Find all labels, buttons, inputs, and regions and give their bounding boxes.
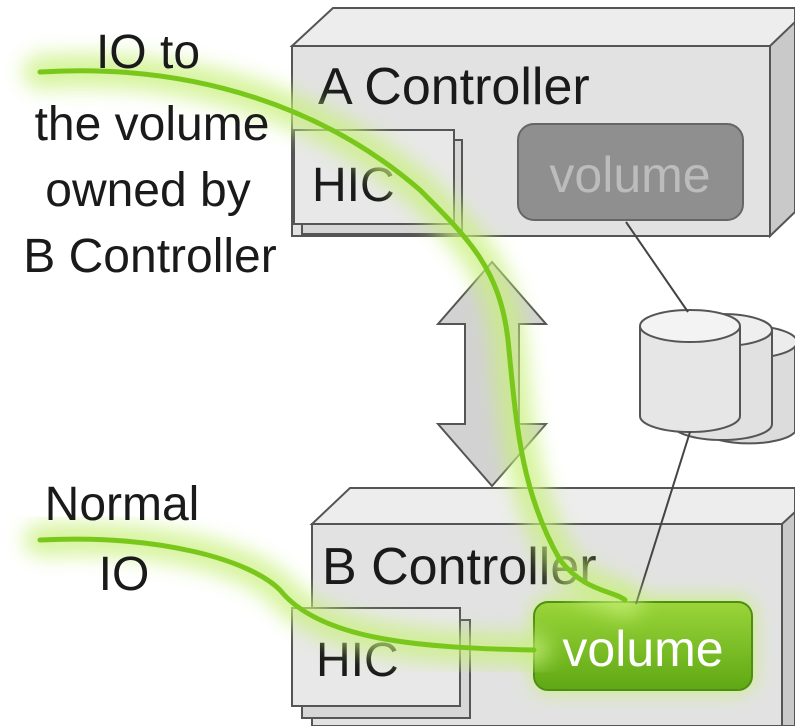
controller-a-volume: volume <box>517 123 744 221</box>
controller-a: A Controller HIC volume <box>289 7 795 239</box>
controller-b-volume: volume <box>532 598 754 692</box>
disk-stack-icon <box>639 309 795 445</box>
volume-a-box <box>517 123 744 221</box>
caption-io-remote-line-1: IO to <box>96 26 200 79</box>
io-path-normal <box>24 523 550 666</box>
caption-io-remote-line-4: B Controller <box>23 230 276 283</box>
controller-a-side <box>769 20 795 239</box>
volume-a-label: volume <box>549 147 710 203</box>
caption-io-remote: IO to the volume owned by B Controller <box>23 26 276 283</box>
volume-b-label: volume <box>562 621 723 677</box>
controller-a-top <box>289 7 795 47</box>
connector-volume-a-disk <box>625 221 689 313</box>
caption-io-remote-line-3: owned by <box>45 164 250 217</box>
io-path-remote <box>23 53 642 617</box>
connector-disk-volume-b <box>635 431 691 605</box>
caption-io-normal-line-2: IO <box>99 548 150 601</box>
caption-io-remote-line-2: the volume <box>35 98 270 151</box>
controller-a-title: A Controller <box>318 58 590 116</box>
caption-io-normal-line-1: Normal <box>45 478 200 531</box>
controller-b-side <box>781 510 795 726</box>
caption-io-normal: Normal IO <box>45 478 200 601</box>
